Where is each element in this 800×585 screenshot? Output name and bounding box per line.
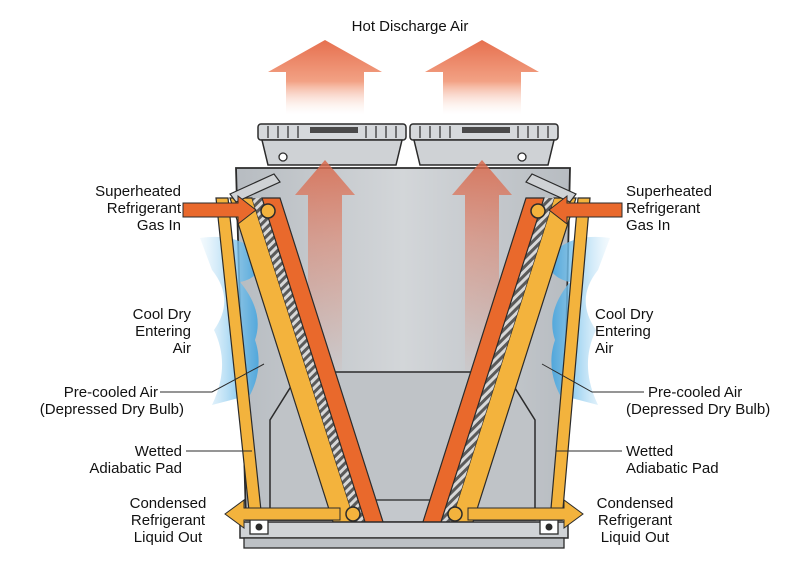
left-condensed-label: Condensed Refrigerant Liquid Out [118, 495, 218, 546]
right-inlet-header [530, 203, 546, 219]
hot-discharge-air-text: Hot Discharge Air [351, 18, 469, 35]
right-cool-dry-label: Cool Dry Entering Air [595, 306, 725, 357]
label-line: Entering [135, 323, 191, 340]
hot-discharge-arrow-right [425, 40, 539, 115]
leader-precooled-right [541, 363, 644, 393]
gas-in-arrow-left [182, 194, 257, 226]
label-line: Refrigerant [626, 200, 701, 217]
label-line: Adiabatic Pad [626, 460, 719, 477]
right-outlet-header [447, 506, 463, 522]
label-line: Superheated [626, 183, 712, 200]
label-line: Gas In [136, 217, 181, 234]
left-cool-dry-label: Cool Dry Entering Air [40, 306, 191, 357]
left-coil-assembly [215, 173, 385, 526]
fan-assembly [257, 123, 559, 166]
left-inlet-header [260, 203, 276, 219]
hot-discharge-air-label: Hot Discharge Air [320, 18, 500, 35]
gas-in-arrow-right [548, 194, 623, 226]
liquid-out-arrow-right [467, 499, 584, 529]
right-condensed-label: Condensed Refrigerant Liquid Out [585, 495, 685, 546]
label-line: Wetted [626, 443, 674, 460]
right-precooled-label: Pre-cooled Air (Depressed Dry Bulb) [626, 384, 798, 418]
label-line: Entering [595, 323, 651, 340]
label-line: Gas In [626, 217, 671, 234]
right-coil-assembly [421, 173, 591, 526]
right-wetted-label: Wetted Adiabatic Pad [626, 443, 756, 477]
label-line: Superheated [95, 183, 181, 200]
label-line: Condensed [596, 495, 674, 512]
label-line: Cool Dry [595, 306, 654, 323]
liquid-out-arrow-left [224, 499, 341, 529]
left-wetted-label: Wetted Adiabatic Pad [40, 443, 182, 477]
leader-lines [160, 363, 644, 452]
label-line: Cool Dry [132, 306, 191, 323]
leader-precooled-left [160, 363, 265, 393]
left-precooled-label: Pre-cooled Air (Depressed Dry Bulb) [0, 384, 184, 418]
left-hatched-fill [252, 198, 366, 525]
label-line: Wetted [134, 443, 182, 460]
left-superheated-label: Superheated Refrigerant Gas In [40, 183, 181, 234]
liquid-out-arrows [224, 499, 584, 529]
label-line: (Depressed Dry Bulb) [39, 401, 184, 418]
label-line: Adiabatic Pad [89, 460, 182, 477]
label-line: Pre-cooled Air [648, 384, 743, 401]
label-line: (Depressed Dry Bulb) [626, 401, 771, 418]
label-line: Refrigerant [597, 512, 673, 529]
gas-in-arrows [182, 194, 623, 226]
label-line: Condensed [129, 495, 207, 512]
label-line: Pre-cooled Air [63, 384, 158, 401]
label-line: Air [172, 340, 191, 357]
hot-discharge-arrow-left [268, 40, 382, 115]
right-hatched-fill [440, 198, 554, 525]
hot-discharge-arrows [268, 40, 539, 115]
label-line: Refrigerant [130, 512, 206, 529]
label-line: Liquid Out [133, 529, 203, 546]
condenser-base [239, 519, 569, 549]
label-line: Refrigerant [106, 200, 181, 217]
left-outlet-header [345, 506, 361, 522]
label-line: Liquid Out [600, 529, 670, 546]
right-superheated-label: Superheated Refrigerant Gas In [626, 183, 756, 234]
label-line: Air [595, 340, 614, 357]
